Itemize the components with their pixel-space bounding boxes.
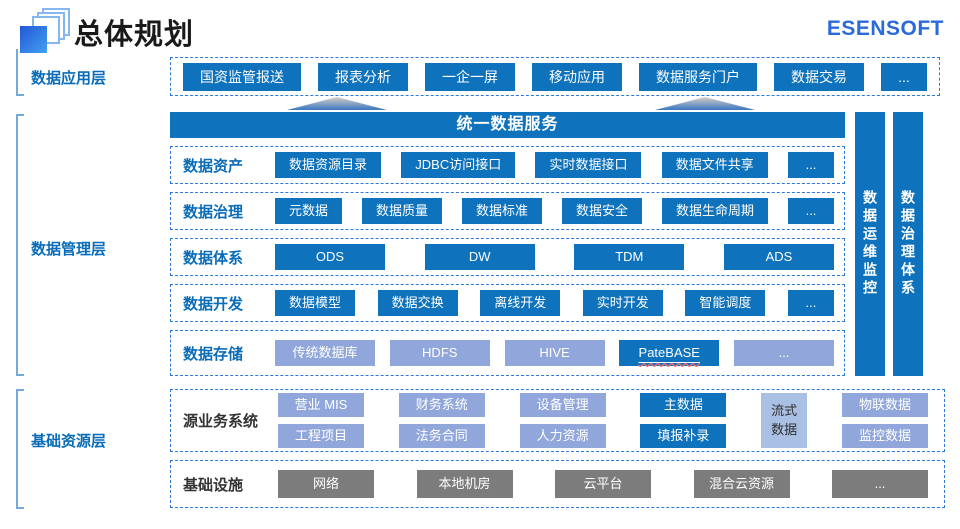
management-node: DW bbox=[424, 244, 535, 270]
management-node: TDM bbox=[574, 244, 685, 270]
source-node: 工程项目 bbox=[278, 424, 364, 448]
bracket-resource-layer bbox=[16, 389, 24, 509]
row-nodes: ODS DW TDM ADS bbox=[275, 244, 834, 270]
source-column: 设备管理人力资源 bbox=[519, 393, 606, 448]
infrastructure-box: 基础设施 网络 本地机房 云平台 混合云资源... bbox=[170, 460, 945, 508]
source-node: 人力资源 bbox=[519, 424, 606, 448]
management-node: HIVE bbox=[504, 340, 605, 366]
management-node: 离线开发 bbox=[480, 290, 561, 316]
label-management-layer: 数据管理层 bbox=[31, 241, 107, 258]
row-label: 数据资产 bbox=[183, 157, 244, 175]
application-node: 一企一屏 bbox=[425, 62, 515, 91]
bracket-application-layer bbox=[16, 49, 24, 96]
management-node: ... bbox=[788, 198, 834, 224]
management-node: HDFS bbox=[389, 340, 490, 366]
row-label: 数据体系 bbox=[183, 249, 244, 267]
management-node: 数据文件共享 bbox=[661, 152, 768, 178]
management-row: 数据开发 数据模型数据交换离线开发实时开发智能调度... bbox=[170, 284, 845, 322]
sidebar-data-governance-system: 数据治理体系 bbox=[893, 112, 923, 376]
stream-data-node: 流式数据 bbox=[761, 393, 808, 448]
application-node: 移动应用 bbox=[532, 62, 622, 91]
source-column: 物联数据监控数据 bbox=[841, 393, 928, 448]
row-label-source-systems: 源业务系统 bbox=[183, 413, 259, 430]
infrastructure-node: ... bbox=[832, 470, 928, 498]
management-node: 数据标准 bbox=[462, 198, 543, 224]
source-node: 物联数据 bbox=[841, 393, 928, 417]
application-node: 报表分析 bbox=[318, 62, 408, 91]
unified-data-service-bar: 统一数据服务 bbox=[170, 112, 845, 138]
management-node: ... bbox=[788, 152, 834, 178]
logo-filled-square bbox=[20, 26, 47, 53]
management-row: 数据治理 元数据数据质量数据标准数据安全数据生命周期... bbox=[170, 192, 845, 230]
source-node: 监控数据 bbox=[841, 424, 928, 448]
management-node: ADS bbox=[723, 244, 834, 270]
brand-wordmark: ESENSOFT bbox=[826, 17, 944, 40]
up-arrow-icon bbox=[287, 97, 387, 110]
application-node: 数据交易 bbox=[774, 62, 864, 91]
application-node: 国资监管报送 bbox=[183, 62, 301, 91]
page-title: 总体规划 bbox=[74, 19, 195, 51]
up-arrow-icon bbox=[655, 97, 755, 110]
row-label: 数据开发 bbox=[183, 295, 244, 313]
management-node: 传统数据库 bbox=[275, 340, 375, 366]
row-nodes: 传统数据库 HDFS HIVE PateBASE... bbox=[275, 340, 834, 366]
management-node: 数据交换 bbox=[377, 290, 458, 316]
logo-layered-squares-icon bbox=[20, 8, 70, 54]
source-node: 主数据 bbox=[640, 393, 727, 417]
row-label-infrastructure: 基础设施 bbox=[183, 476, 244, 494]
infrastructure-nodes: 网络 本地机房 云平台 混合云资源... bbox=[278, 470, 934, 498]
infrastructure-node: 云平台 bbox=[555, 470, 651, 498]
management-node: 实时数据接口 bbox=[535, 152, 642, 178]
management-node: JDBC访问接口 bbox=[401, 152, 516, 178]
management-node: 数据资源目录 bbox=[275, 152, 382, 178]
row-label: 数据治理 bbox=[183, 203, 244, 221]
management-row: 数据资产 数据资源目录 JDBC访问接口实时数据接口数据文件共享... bbox=[170, 146, 845, 184]
management-node: ... bbox=[787, 290, 834, 316]
source-column: 主数据填报补录 bbox=[640, 393, 727, 448]
bracket-management-layer bbox=[16, 114, 24, 376]
source-column: 财务系统法务合同 bbox=[398, 393, 485, 448]
management-row: 数据体系 ODS DW TDM ADS bbox=[170, 238, 845, 276]
source-node: 设备管理 bbox=[519, 393, 606, 417]
management-node: 元数据 bbox=[275, 198, 343, 224]
management-node: 数据安全 bbox=[562, 198, 643, 224]
source-node: 财务系统 bbox=[398, 393, 485, 417]
management-rows: 数据资产 数据资源目录 JDBC访问接口实时数据接口数据文件共享... 数据治理 元数据… bbox=[170, 146, 845, 384]
management-node: PateBASE bbox=[619, 340, 720, 366]
label-resource-layer: 基础资源层 bbox=[31, 433, 107, 450]
management-node: 智能调度 bbox=[685, 290, 766, 316]
management-node: ODS bbox=[275, 244, 385, 270]
infrastructure-node: 本地机房 bbox=[416, 470, 513, 498]
source-node: 填报补录 bbox=[640, 424, 727, 448]
application-node: 数据服务门户 bbox=[639, 62, 757, 91]
label-application-layer: 数据应用层 bbox=[31, 70, 107, 87]
source-node: 法务合同 bbox=[398, 424, 485, 448]
row-nodes: 数据模型数据交换离线开发实时开发智能调度... bbox=[275, 290, 834, 316]
application-layer-box: 国资监管报送报表分析一企一屏移动应用数据服务门户数据交易... bbox=[170, 57, 940, 96]
infrastructure-node: 网络 bbox=[278, 470, 374, 498]
row-nodes: 数据资源目录 JDBC访问接口实时数据接口数据文件共享... bbox=[275, 152, 834, 178]
management-node: 数据质量 bbox=[362, 198, 443, 224]
node-text: PateBASE bbox=[638, 345, 700, 360]
management-node: 数据模型 bbox=[275, 290, 356, 316]
source-column: 营业 MIS 工程项目 bbox=[278, 393, 364, 448]
row-nodes: 元数据数据质量数据标准数据安全数据生命周期... bbox=[275, 198, 834, 224]
application-nodes: 国资监管报送报表分析一企一屏移动应用数据服务门户数据交易... bbox=[171, 62, 939, 91]
source-node: 营业 MIS bbox=[278, 393, 364, 417]
infrastructure-node: 混合云资源 bbox=[693, 470, 790, 498]
sidebar-data-ops-monitoring: 数据运维监控 bbox=[855, 112, 885, 376]
management-node: 数据生命周期 bbox=[662, 198, 769, 224]
application-node: ... bbox=[881, 62, 927, 91]
management-row: 数据存储 传统数据库 HDFS HIVE PateBASE... bbox=[170, 330, 845, 376]
row-label: 数据存储 bbox=[183, 345, 244, 363]
management-node: 实时开发 bbox=[582, 290, 663, 316]
management-node: ... bbox=[734, 340, 834, 366]
